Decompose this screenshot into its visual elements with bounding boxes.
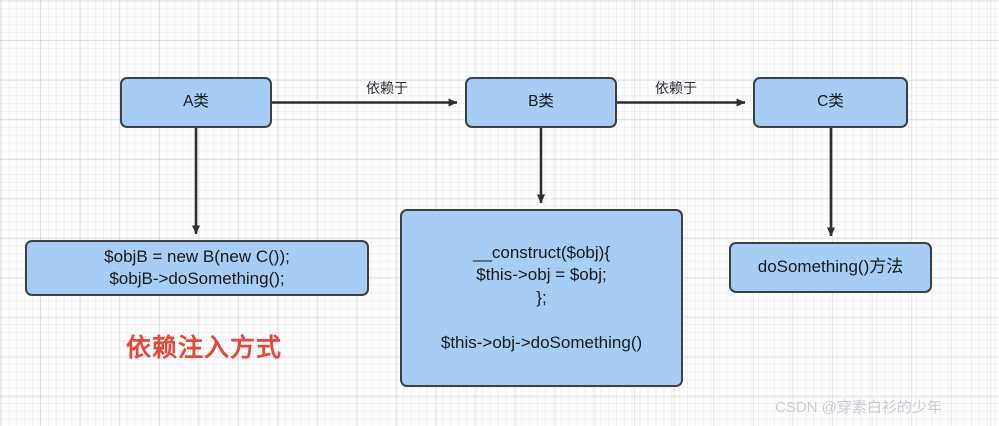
node-method-c[interactable]: doSomething()方法 xyxy=(729,242,932,293)
watermark-text: CSDN @穿素白衫的少年 xyxy=(775,399,942,416)
node-class-a[interactable]: A类 xyxy=(120,77,272,128)
red-annotation-note: 依赖注入方式 xyxy=(126,334,283,362)
node-class-b[interactable]: B类 xyxy=(465,77,617,128)
node-code-b[interactable]: __construct($obj){ $this->obj = $obj; };… xyxy=(400,209,683,387)
node-class-c[interactable]: C类 xyxy=(753,77,908,128)
edge-label-b-to-c: 依赖于 xyxy=(655,80,697,96)
edge-label-a-to-b: 依赖于 xyxy=(366,80,408,96)
node-code-a[interactable]: $objB = new B(new C()); $objB->doSomethi… xyxy=(25,240,369,296)
